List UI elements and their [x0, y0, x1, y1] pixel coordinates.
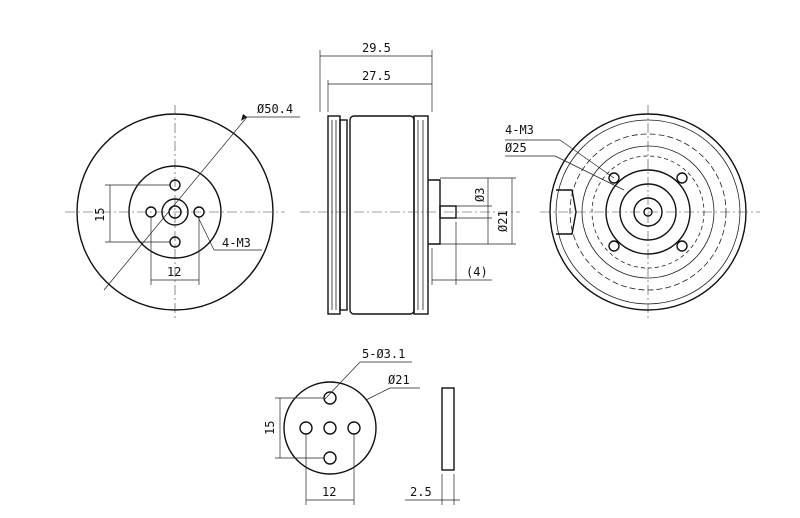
front-hole-spacing-h-label: 12 [167, 265, 181, 279]
side-left-fins [327, 115, 341, 315]
rear-view: 4-M3 Ø25 [505, 105, 760, 318]
plate-side-profile [441, 387, 455, 471]
adapter-plate-view: 5-Ø3.1 Ø21 15 12 2.5 [263, 347, 460, 505]
plate-hole-center [323, 421, 337, 435]
front-view: Ø50.4 15 12 4-M3 [65, 102, 300, 318]
rear-hole-tr [676, 172, 688, 184]
plate-hole-spacing-h-label: 12 [322, 485, 336, 499]
rear-wire-exit [556, 189, 577, 235]
front-hole-spacing-v-label: 15 [93, 208, 107, 222]
rear-hole-bl [608, 240, 620, 252]
front-shaft [168, 205, 182, 219]
side-right-fins [413, 115, 429, 315]
front-diameter-label: Ø50.4 [257, 102, 293, 116]
plate-hole-left [299, 421, 313, 435]
front-diameter-leader [103, 116, 248, 291]
plate-holes-leader [323, 361, 361, 401]
plate-diameter-leader [365, 387, 391, 401]
rear-bolt-circle-label: Ø25 [505, 141, 527, 155]
side-body [349, 115, 415, 315]
side-view: 29.5 27.5 Ø3 Ø21 (4) [300, 41, 520, 315]
side-hub-diameter-label: Ø21 [496, 210, 510, 232]
front-hub-circle [128, 165, 222, 259]
rear-m3-leader [559, 139, 615, 179]
side-shaft-diameter-label: Ø3 [473, 188, 487, 202]
rear-m3-label: 4-M3 [505, 123, 534, 137]
front-center-bore [161, 198, 189, 226]
rear-hole-br [676, 240, 688, 252]
plate-hole-right [347, 421, 361, 435]
front-m3-leader [197, 216, 215, 251]
side-shaft [439, 205, 457, 219]
plate-hole-bottom [323, 451, 337, 465]
plate-diameter-label: Ø21 [388, 373, 410, 387]
front-diameter-arrow [241, 114, 247, 121]
side-left-flange [339, 119, 348, 311]
plate-hole-spacing-v-label: 15 [263, 421, 277, 435]
side-shaft-length-label: (4) [466, 265, 488, 279]
rear-hole-tl [608, 172, 620, 184]
front-m3-label: 4-M3 [222, 236, 251, 250]
side-overall-length-label: 29.5 [362, 41, 391, 55]
plate-thickness-label: 2.5 [410, 485, 432, 499]
side-body-length-label: 27.5 [362, 69, 391, 83]
plate-holes-label: 5-Ø3.1 [362, 347, 405, 361]
plate-outer-circle [283, 381, 377, 475]
rear-bc-leader [554, 155, 625, 191]
